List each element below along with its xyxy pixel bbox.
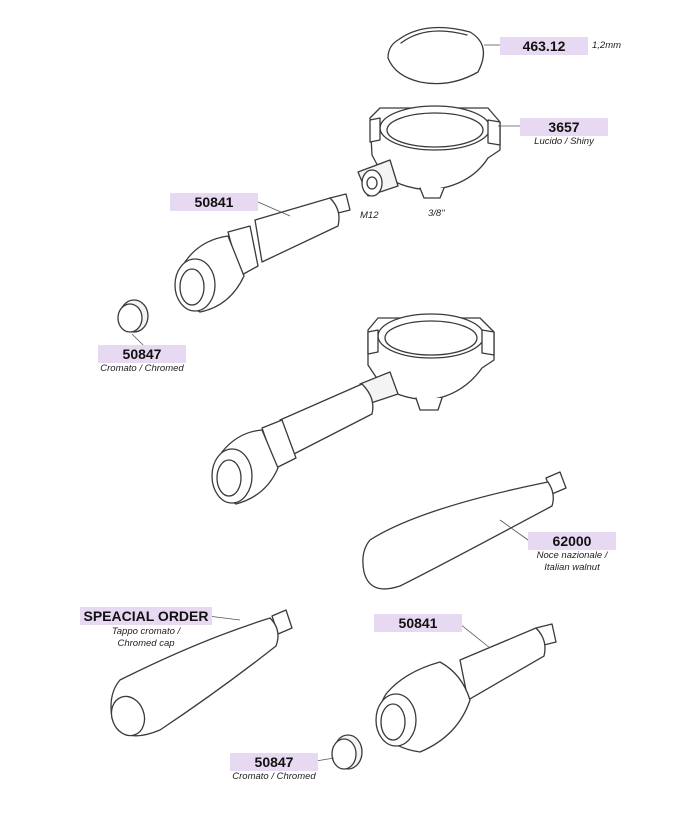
special-note-line2: Chromed cap [117, 638, 175, 649]
handle-top-drawing [174, 193, 351, 313]
handle-bottom-code-label: 50841 [374, 614, 462, 632]
walnut-note-line1: Noce nazionale / [536, 550, 608, 561]
cap-top-finish-note: Cromato / Chromed [100, 363, 184, 374]
spout-code-label: 3657 [520, 118, 608, 136]
special-note-line1: Tappo cromato / [111, 626, 181, 637]
cap-bottom-finish-note: Cromato / Chromed [232, 771, 316, 782]
assembled-holder-drawing [211, 313, 495, 505]
walnut-handle-drawing [362, 471, 567, 590]
gasket-ring-drawing [387, 26, 485, 85]
handle-bottom-drawing [375, 623, 557, 753]
leader-lines [131, 44, 529, 763]
cap-top-code-label: 50847 [98, 345, 186, 363]
gasket-thickness-note: 1,2mm [592, 40, 622, 51]
cap-bottom-drawing [331, 734, 363, 770]
spout-finish-note: Lucido / Shiny [534, 136, 594, 147]
cap-bottom-code-label: 50847 [230, 753, 318, 771]
spout-body-drawing [357, 105, 501, 199]
walnut-note-line2: Italian walnut [544, 562, 600, 573]
thread-inch-note: 3/8" [428, 208, 445, 219]
special-handle-drawing [110, 609, 293, 737]
gasket-code-label: 463.12 [500, 37, 588, 55]
special-order-label: SPEACIAL ORDER [80, 607, 212, 625]
handle-top-code-label: 50841 [170, 193, 258, 211]
thread-m12-note: M12 [360, 210, 379, 221]
cap-top-drawing [117, 299, 149, 333]
walnut-code-label: 62000 [528, 532, 616, 550]
